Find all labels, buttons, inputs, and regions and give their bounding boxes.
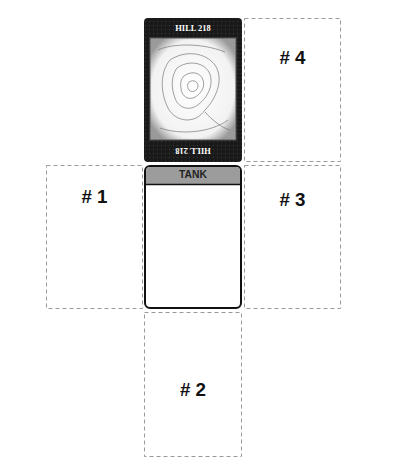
slot-number: # 2 [144, 378, 242, 402]
unit-card [145, 166, 241, 308]
terrain-card [144, 18, 242, 162]
card-title: HILL 218 [144, 145, 242, 156]
placement-slot: # 1 [46, 165, 143, 309]
unit-card-header: TANK [145, 166, 241, 185]
unit-type: TANK [145, 166, 241, 184]
slot-number: # 3 [244, 188, 341, 212]
terrain-card: HILL 218HILL 218 [144, 18, 242, 162]
placement-slot: # 2 [144, 312, 242, 457]
slot-number: # 4 [244, 46, 341, 70]
card-title: HILL 218 [144, 23, 242, 34]
slot-number: # 1 [46, 185, 143, 209]
dashed-slots [47, 19, 341, 457]
placement-slot: # 3 [244, 165, 341, 309]
placement-slot: # 4 [244, 18, 341, 162]
